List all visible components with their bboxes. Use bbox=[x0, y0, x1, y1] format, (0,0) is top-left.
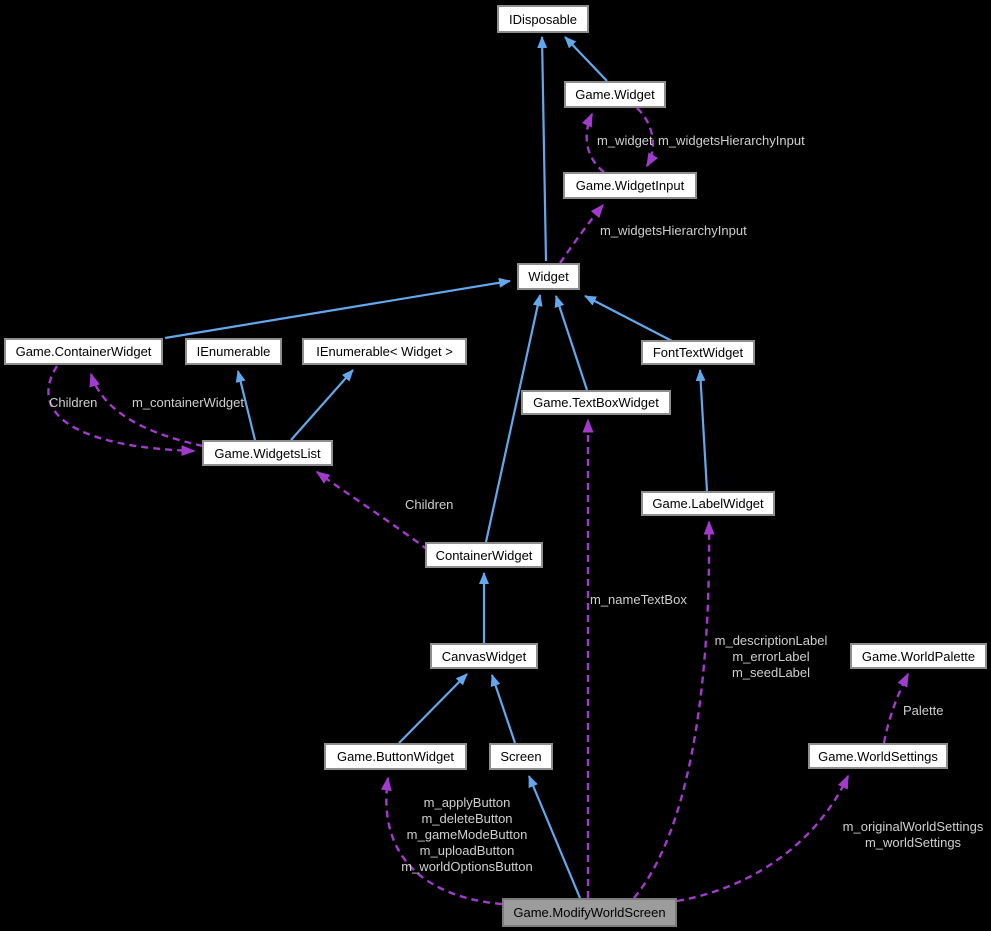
edge-label-line: m_uploadButton bbox=[419, 843, 515, 858]
node-fonttextwidget[interactable]: FontTextWidget bbox=[641, 340, 755, 365]
node-game-widgetslist[interactable]: Game.WidgetsList bbox=[202, 440, 333, 466]
edge-label-m-widgetshierarchyinput-top: m_widgetsHierarchyInput bbox=[658, 133, 805, 148]
edge-label-line: m_gameModeButton bbox=[406, 827, 528, 842]
edge-label-line: m_originalWorldSettings bbox=[842, 819, 984, 834]
node-canvaswidget[interactable]: CanvasWidget bbox=[430, 643, 538, 669]
edge-modifyworldscreen-to-screen bbox=[527, 775, 582, 899]
edge-label-children-mid: Children bbox=[405, 497, 454, 512]
edge-label-worldsettings-members: m_originalWorldSettings m_worldSettings bbox=[843, 819, 984, 851]
node-game-modifyworldscreen[interactable]: Game.ModifyWorldScreen bbox=[502, 898, 677, 927]
edge-widgetslist-to-gamecontainerwidget-m-containerwidget bbox=[89, 372, 204, 448]
edge-label-line: m_worldSettings bbox=[864, 835, 962, 850]
node-game-textboxwidget[interactable]: Game.TextBoxWidget bbox=[521, 390, 671, 415]
edge-label-m-nametextbox: m_nameTextBox bbox=[590, 592, 687, 607]
edge-modifyworldscreen-to-worldsettings-settings bbox=[676, 774, 850, 903]
edge-widget-to-widgetinput-hierarchyinput bbox=[559, 203, 604, 264]
edge-label-line: m_descriptionLabel bbox=[714, 633, 828, 648]
edge-containerwidget-to-widgetslist-children bbox=[315, 471, 429, 551]
edge-label-line: m_seedLabel bbox=[731, 665, 811, 680]
edge-textboxwidget-to-widget bbox=[554, 295, 589, 391]
node-game-worldsettings[interactable]: Game.WorldSettings bbox=[808, 743, 948, 769]
node-ienumerable[interactable]: IEnumerable bbox=[185, 338, 282, 365]
edge-worldsettings-to-worldpalette-palette bbox=[882, 672, 910, 744]
edge-label-line: m_deleteButton bbox=[421, 811, 513, 826]
node-game-buttonwidget[interactable]: Game.ButtonWidget bbox=[324, 743, 467, 770]
node-game-worldpalette[interactable]: Game.WorldPalette bbox=[850, 643, 987, 669]
node-game-labelwidget[interactable]: Game.LabelWidget bbox=[641, 491, 775, 516]
edge-widgetinput-to-gamewidget-m-widget bbox=[581, 112, 605, 173]
edge-modifyworldscreen-to-labelwidget-labels bbox=[633, 520, 715, 899]
edge-label-button-members: m_applyButton m_deleteButton m_gameModeB… bbox=[401, 795, 533, 875]
node-containerwidget[interactable]: ContainerWidget bbox=[425, 542, 543, 568]
node-idisposable[interactable]: IDisposable bbox=[497, 5, 589, 33]
edge-containerwidget-to-widget bbox=[484, 294, 543, 543]
edge-label-line: m_applyButton bbox=[423, 795, 511, 810]
node-widget[interactable]: Widget bbox=[517, 263, 580, 290]
edge-buttonwidget-to-canvaswidget bbox=[398, 673, 468, 744]
edge-modifyworldscreen-to-buttonwidget-buttons bbox=[380, 776, 503, 906]
edge-gamecontainerwidget-to-widgetslist-children bbox=[47, 365, 196, 457]
edge-labelwidget-to-fonttextwidget bbox=[695, 369, 709, 492]
edge-gamewidget-to-widgetinput-hierarchyinput bbox=[636, 107, 659, 168]
edge-label-palette: Palette bbox=[903, 703, 944, 718]
edge-label-line: m_worldOptionsButton bbox=[401, 859, 533, 874]
edge-label-m-widget: m_widget bbox=[597, 133, 653, 148]
edge-widgetslist-to-ienumerable bbox=[235, 370, 257, 441]
node-game-widget[interactable]: Game.Widget bbox=[564, 81, 666, 108]
edge-label-m-containerwidget: m_containerWidget bbox=[132, 395, 244, 410]
edge-fonttextwidget-to-widget bbox=[584, 295, 673, 342]
edge-label-label-members: m_descriptionLabel m_errorLabel m_seedLa… bbox=[715, 633, 828, 681]
node-ienumerable-widget[interactable]: IEnumerable< Widget > bbox=[302, 338, 467, 365]
edge-widget-to-idisposable bbox=[537, 36, 548, 262]
edge-label-line: m_errorLabel bbox=[732, 649, 810, 664]
edge-screen-to-canvaswidget bbox=[490, 674, 517, 744]
edge-gamewidget-to-idisposable bbox=[564, 36, 608, 82]
edge-widgetslist-to-ienumerablewidget bbox=[290, 369, 354, 441]
node-game-containerwidget[interactable]: Game.ContainerWidget bbox=[4, 338, 163, 365]
node-screen[interactable]: Screen bbox=[489, 743, 553, 770]
edge-gamecontainerwidget-to-widget bbox=[164, 277, 511, 340]
edge-label-children-left: Children bbox=[49, 395, 98, 410]
node-game-widgetinput[interactable]: Game.WidgetInput bbox=[563, 172, 697, 199]
edge-label-m-widgetshierarchyinput: m_widgetsHierarchyInput bbox=[600, 223, 747, 238]
